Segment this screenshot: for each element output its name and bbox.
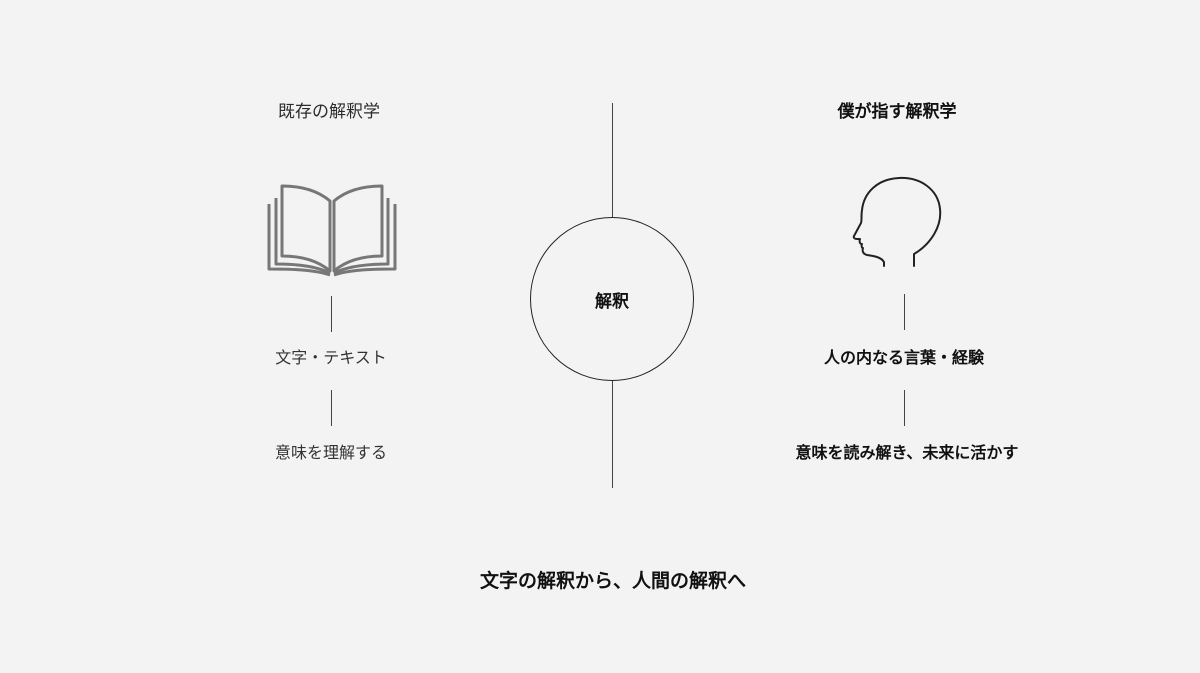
center-circle: 解釈 xyxy=(530,217,694,381)
open-book-icon xyxy=(266,182,398,282)
right-connector-line-top xyxy=(904,294,905,330)
left-step-2: 意味を理解する xyxy=(274,443,388,462)
left-column-heading: 既存の解釈学 xyxy=(278,102,380,122)
right-step-1: 人の内なる言葉・経験 xyxy=(823,348,985,367)
center-line-top xyxy=(612,103,613,217)
right-column-heading: 僕が指す解釈学 xyxy=(837,102,957,122)
right-step-2: 意味を読み解き、未来に活かす xyxy=(795,443,1019,462)
right-connector-line-bottom xyxy=(904,390,905,426)
center-circle-label: 解釈 xyxy=(595,291,629,312)
left-step-1: 文字・テキスト xyxy=(275,348,387,367)
center-line-bottom xyxy=(612,381,613,488)
left-connector-line-bottom xyxy=(331,390,332,426)
left-connector-line-top xyxy=(331,296,332,332)
human-head-profile-icon xyxy=(846,174,946,274)
footer-caption: 文字の解釈から、人間の解釈へ xyxy=(479,570,747,592)
